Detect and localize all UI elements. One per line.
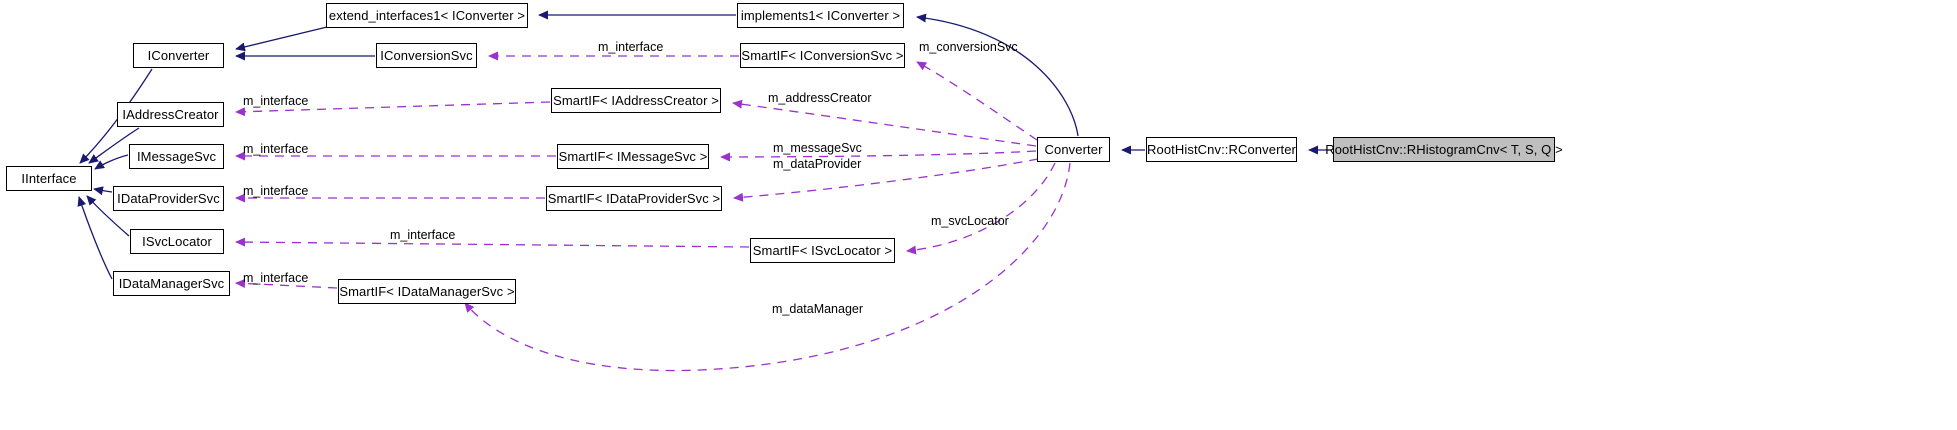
class-node-idataprovidersvc[interactable]: IDataProviderSvc [113, 186, 224, 211]
edge-label-lbl-m-interface-imessage: m_interface [243, 142, 309, 156]
edge-imessagesvc-to-iinterface [94, 154, 129, 170]
edge-label-lbl-m-interface-idataprov: m_interface [243, 184, 309, 198]
class-node-extend_interfaces1[interactable]: extend_interfaces1< IConverter > [326, 3, 528, 28]
edge-idataprovidersvc-to-iinterface [93, 186, 113, 196]
class-node-smartif_idataprov[interactable]: SmartIF< IDataProviderSvc > [546, 186, 722, 211]
edge-label-lbl-m-interface-iconversionsvc: m_interface [598, 40, 664, 54]
edge-label-lbl-m-svclocator: m_svcLocator [931, 214, 1009, 228]
edge-extend-interfaces1-to-iconverter [235, 26, 328, 52]
edge-label-lbl-m-addresscreator: m_addressCreator [768, 91, 872, 105]
class-node-iaddresscreator[interactable]: IAddressCreator [117, 102, 224, 127]
class-node-smartif_iconvsvc[interactable]: SmartIF< IConversionSvc > [740, 43, 905, 68]
edge-converter-to-smartif-isvclocator [906, 162, 1056, 255]
edge-idatamanagersvc-to-iinterface [77, 196, 113, 280]
edge-converter-to-smartif-iaddresscreator [732, 99, 1037, 147]
edge-label-lbl-m-interface-idatamgr: m_interface [243, 271, 309, 285]
edge-smartif-isvclocator-to-isvclocator [235, 237, 750, 248]
class-node-implements1[interactable]: implements1< IConverter > [737, 3, 904, 28]
edge-converter-to-smartif-imessagesvc [720, 150, 1037, 162]
edge-converter-to-implements1 [916, 13, 1079, 137]
class-node-smartif_isvcloc[interactable]: SmartIF< ISvcLocator > [750, 238, 895, 263]
class-node-iinterface[interactable]: IInterface [6, 166, 92, 191]
class-node-rconverter[interactable]: RootHistCnv::RConverter [1146, 137, 1297, 162]
class-node-smartif_imessage[interactable]: SmartIF< IMessageSvc > [557, 144, 709, 169]
edge-label-lbl-m-interface-iaddress: m_interface [243, 94, 309, 108]
class-node-converter[interactable]: Converter [1037, 137, 1110, 162]
class-node-iconverter[interactable]: IConverter [133, 43, 224, 68]
edge-converter-to-smartif-iconversionsvc [916, 61, 1038, 141]
edge-label-lbl-m-conversionsvc: m_conversionSvc [919, 40, 1018, 54]
class-node-rhistogramcnv[interactable]: RootHistCnv::RHistogramCnv< T, S, Q > [1325, 137, 1563, 162]
class-node-idatamanagersvc[interactable]: IDataManagerSvc [113, 271, 230, 296]
class-node-smartif_idatamgr[interactable]: SmartIF< IDataManagerSvc > [338, 279, 516, 304]
class-node-isvclocator[interactable]: ISvcLocator [130, 229, 224, 254]
edge-label-lbl-m-interface-isvcloc: m_interface [390, 228, 456, 242]
edge-label-lbl-m-datamanager: m_dataManager [772, 302, 864, 316]
edge-label-lbl-m-dataprovider: m_dataProvider [773, 157, 862, 171]
class-node-smartif_iaddress[interactable]: SmartIF< IAddressCreator > [551, 88, 721, 113]
class-node-iconversionsvc[interactable]: IConversionSvc [376, 43, 477, 68]
class-node-imessagesvc[interactable]: IMessageSvc [129, 144, 224, 169]
edge-label-lbl-m-messagesvc: m_messageSvc [773, 141, 862, 155]
